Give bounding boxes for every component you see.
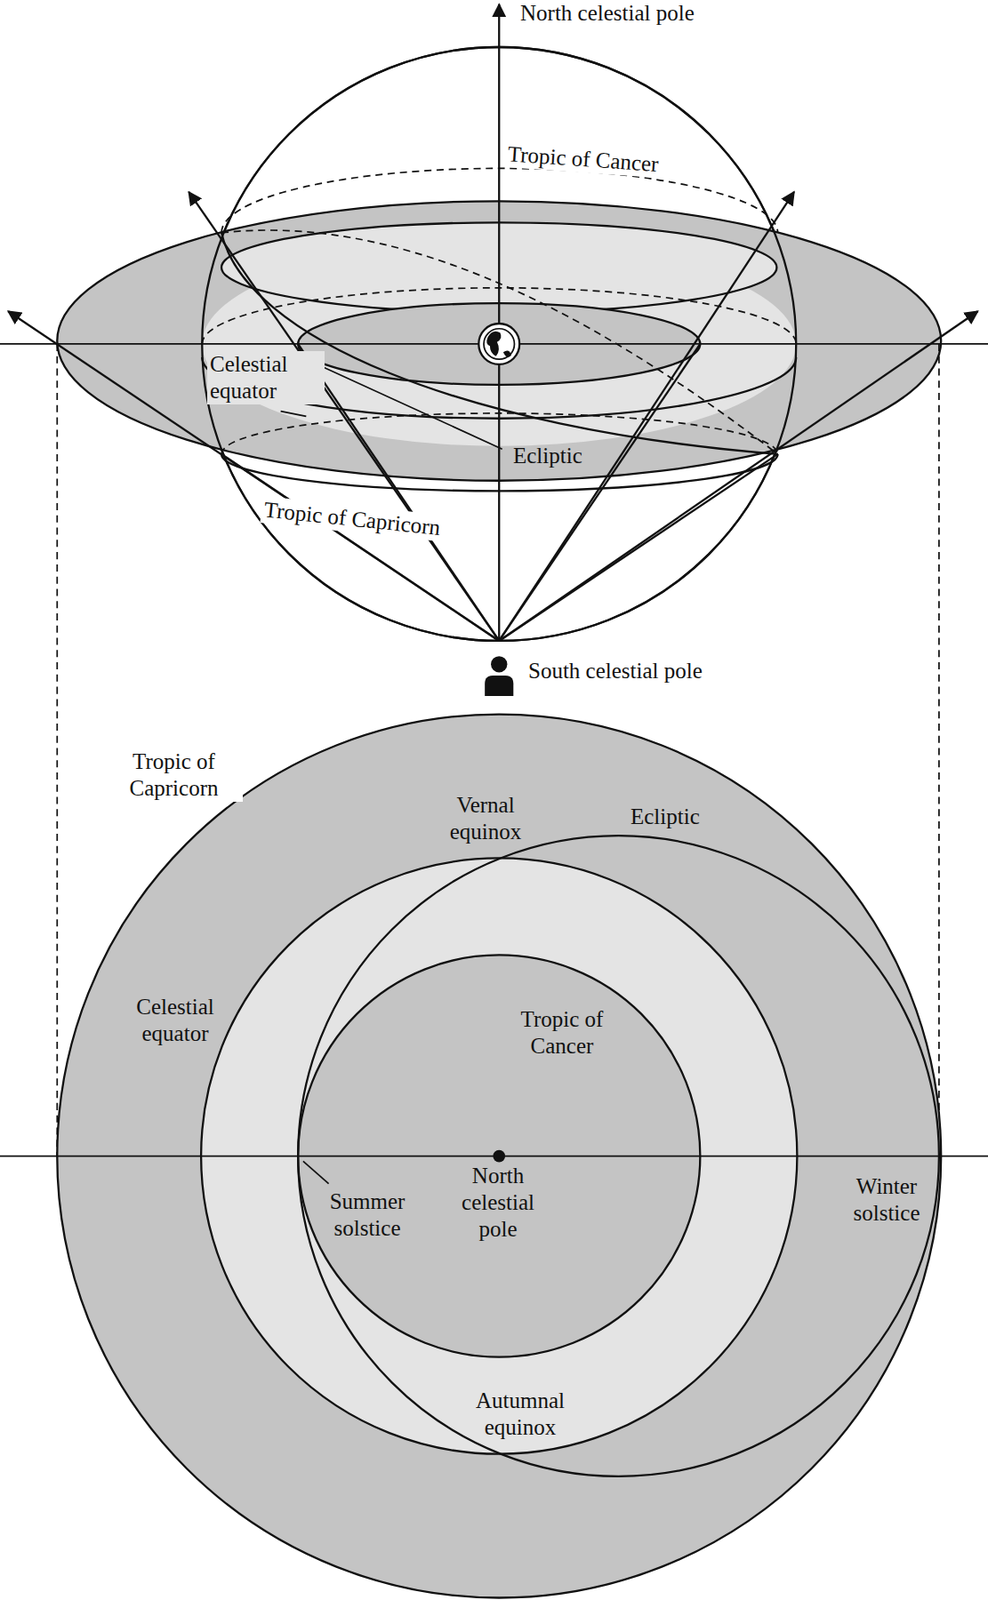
diagram-label: Tropic of Capricorn xyxy=(104,748,243,803)
diagram-label: Winter solstice xyxy=(827,1173,946,1228)
diagram-label: North celestial pole xyxy=(439,1163,557,1244)
diagram-label: Ecliptic xyxy=(510,442,586,470)
diagram-label: South celestial pole xyxy=(525,658,706,685)
diagram-label: Vernal equinox xyxy=(426,792,545,846)
diagram-label: Autumnal equinox xyxy=(461,1388,579,1442)
diagram-label: North celestial pole xyxy=(517,0,698,27)
diagram-label: Celestial equator xyxy=(207,351,325,405)
diagram-label: Ecliptic xyxy=(627,803,703,831)
diagram-label: Summer solstice xyxy=(308,1188,426,1243)
diagram-label: Celestial equator xyxy=(116,994,234,1048)
diagram-label: Tropic of Cancer xyxy=(503,1006,621,1061)
